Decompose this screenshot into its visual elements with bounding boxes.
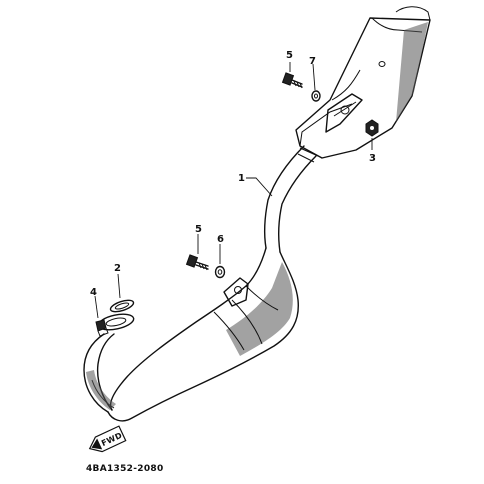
callout-7: 7 xyxy=(309,56,316,67)
callout-4: 4 xyxy=(90,287,97,298)
fwd-arrow-icon: FWD xyxy=(88,425,127,453)
callout-6: 6 xyxy=(217,234,224,245)
stud-bolt xyxy=(95,319,109,337)
nut xyxy=(365,119,379,137)
bolt-lower xyxy=(185,254,209,271)
gasket xyxy=(109,299,135,313)
callout-5-lower: 5 xyxy=(195,224,202,235)
callout-1: 1 xyxy=(238,173,245,184)
callout-2: 2 xyxy=(114,263,121,274)
callout-3: 3 xyxy=(369,153,376,164)
callout-5-upper: 5 xyxy=(286,50,293,61)
washer xyxy=(311,90,321,102)
drawing-code: 4BA1352-2080 xyxy=(86,464,164,474)
leader-lines xyxy=(94,62,373,319)
exhaust-pipe xyxy=(83,145,319,422)
bolt-upper xyxy=(281,72,303,89)
collar xyxy=(214,265,226,279)
silencer-body xyxy=(295,6,431,159)
